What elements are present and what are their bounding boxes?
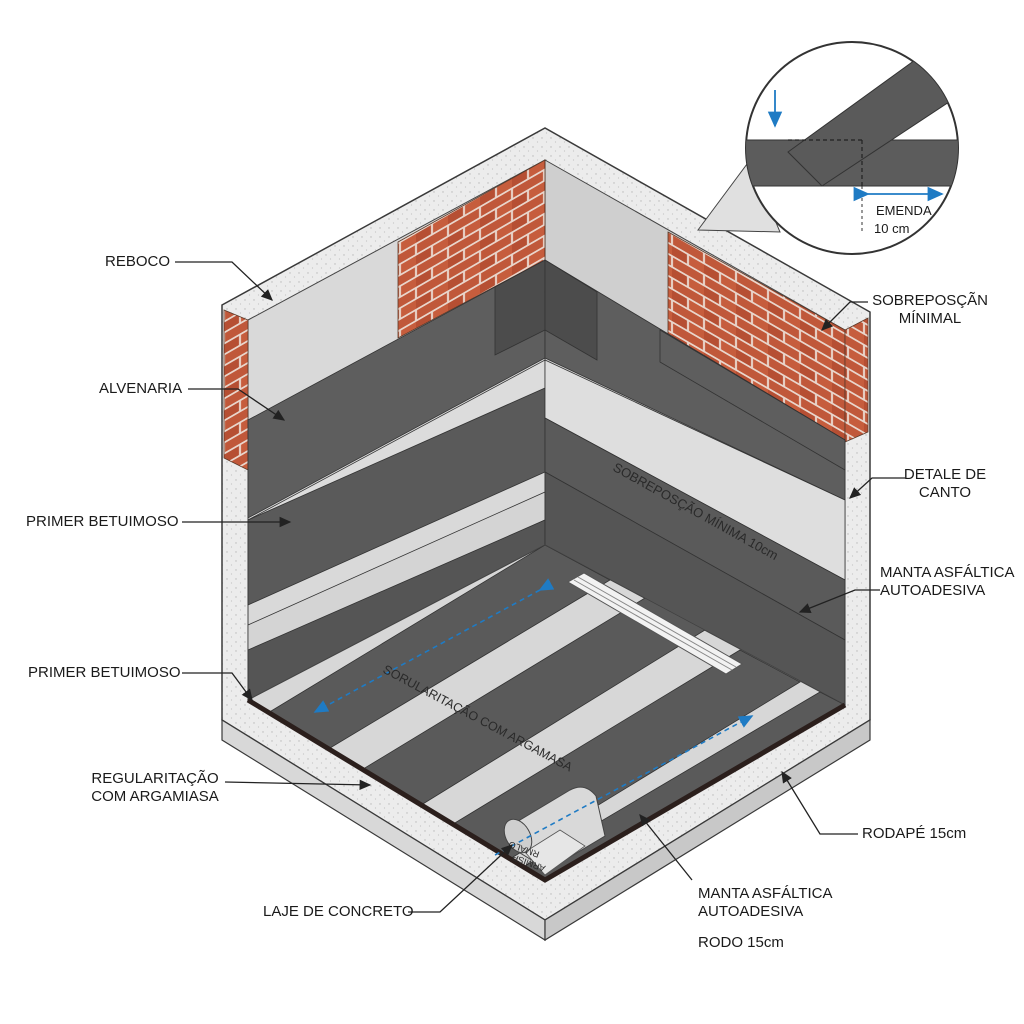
zoom-detail (697, 41, 959, 255)
leader-lines (175, 261, 905, 913)
label-primer-2: PRIMER BETUIMOSO (28, 664, 181, 681)
label-detalhe-line1: DETALE DE (903, 466, 987, 483)
label-regularizacao: REGULARITAÇÃO COM ARGAMIASA (80, 770, 230, 806)
label-sobreposicao-line1: SOBREPOSÇÃN (872, 292, 988, 309)
label-manta-wall-line1: MANTA ASFÁLTICA (880, 564, 1015, 581)
label-sobreposicao: SOBREPOSÇÃN MÍNIMAL (870, 292, 990, 328)
label-sobreposicao-line2: MÍNIMAL (898, 310, 962, 327)
floor-drain (566, 572, 743, 675)
label-regularizacao-line1: REGULARITAÇÃO (91, 770, 219, 787)
label-detalhe: DETALE DE CANTO (895, 466, 995, 502)
label-manta-floor: MANTA ASFÁLTICA AUTOADESIVA (698, 885, 832, 921)
label-emenda: EMENDA (876, 203, 932, 218)
label-rodape: RODAPÉ 15cm (862, 825, 967, 842)
label-rodo: RODO 15cm (698, 934, 784, 951)
label-manta-floor-line2: AUTOADESIVA (698, 903, 804, 920)
label-emenda-size: 10 cm (874, 221, 910, 236)
label-reboco: REBOCO (105, 253, 171, 270)
brick-left-edge (223, 309, 249, 471)
label-laje: LAJE DE CONCRETO (263, 903, 414, 920)
right-wall-membrane (544, 259, 846, 706)
label-primer-1: PRIMER BETUIMOSO (26, 513, 179, 530)
label-regularizacao-line2: COM ARGAMIASA (91, 788, 219, 805)
label-alvenaria: ALVENARIA (99, 380, 183, 397)
skirting-edge (246, 697, 847, 883)
label-manta-floor-line1: MANTA ASFÁLTICA (698, 885, 833, 902)
label-manta-wall-line2: AUTOADESIVA (880, 582, 986, 599)
label-detalhe-line2: CANTO (918, 484, 972, 501)
label-manta-wall: MANTA ASFÁLTICA AUTOADESIVA (880, 564, 1014, 600)
brick-right-edge (844, 317, 869, 443)
floor-arrow-2 (494, 715, 754, 856)
floor-arrow-1 (313, 578, 555, 713)
